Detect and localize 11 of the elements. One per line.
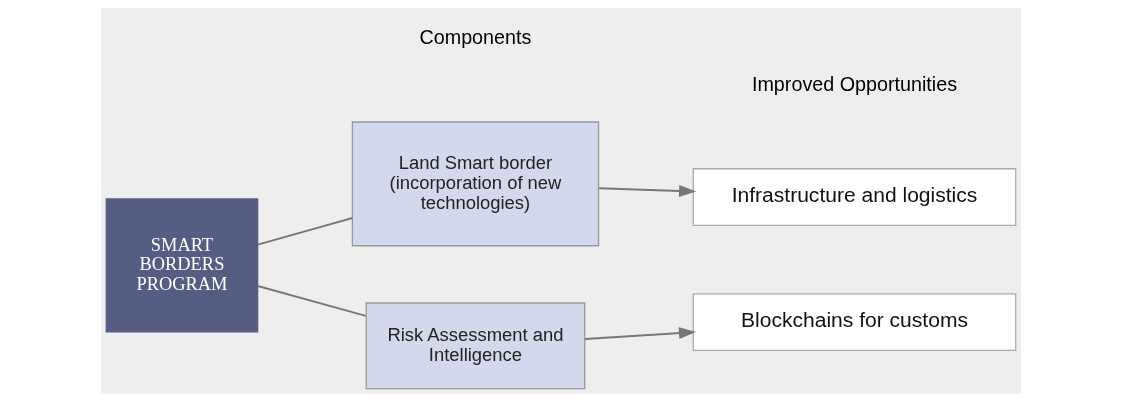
node-box: Blockchains for customs [692,293,1017,352]
node-box: Infrastructure and logistics [692,168,1017,226]
connector [256,217,354,246]
label: Improved Opportunities [751,73,958,96]
node-box: Land Smart border (incorporation of new technologies) [351,121,600,247]
arrow [584,327,697,340]
node-box: Risk Assessment and Intelligence [365,302,586,390]
label: Components [419,25,532,48]
arrow [598,184,697,197]
node-box: SMART BORDERS PROGRAM [105,198,259,333]
connector [256,285,367,317]
